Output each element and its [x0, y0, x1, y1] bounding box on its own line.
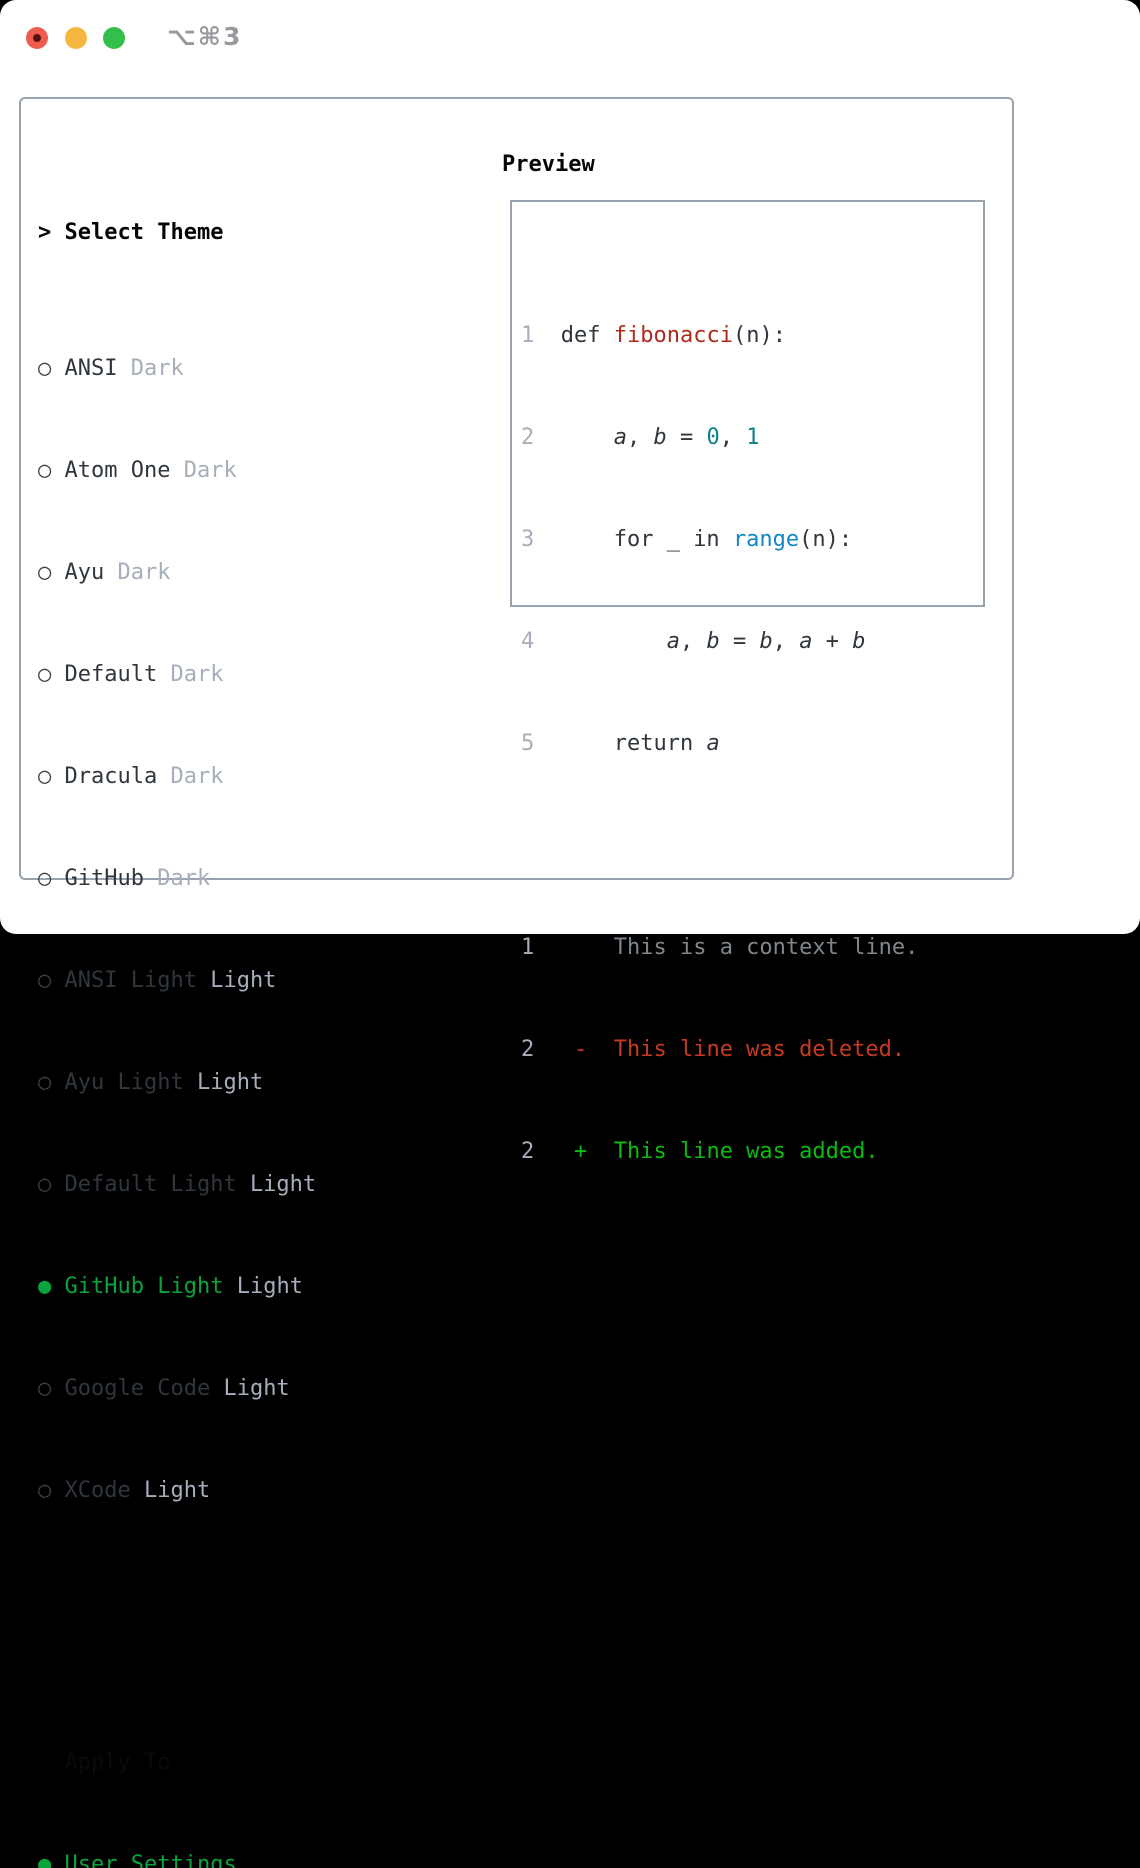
- radio-icon: ○: [38, 560, 52, 585]
- radio-selected-icon: ●: [38, 1274, 52, 1299]
- theme-name: Atom One: [64, 458, 171, 483]
- theme-name: Default Light: [64, 1172, 237, 1197]
- theme-tag: Dark: [170, 662, 224, 687]
- theme-tag: Dark: [117, 560, 171, 585]
- code-line-5: 5 return a: [521, 731, 720, 756]
- close-button-icon[interactable]: [26, 27, 48, 49]
- radio-selected-icon: ●: [38, 1852, 52, 1868]
- diff-context-line: 1 This is a context line.: [521, 935, 919, 960]
- theme-tag: Light: [210, 968, 277, 993]
- theme-option-ayu-dark[interactable]: ○ Ayu Dark: [38, 556, 409, 590]
- code-preview: 1 def fibonacci(n): 2 a, b = 0, 1 3 for …: [512, 202, 983, 1237]
- theme-option-ansi-light[interactable]: ○ ANSI Light Light: [38, 964, 409, 998]
- caret-icon: >: [38, 220, 52, 245]
- theme-option-default-light[interactable]: ○ Default Light Light: [38, 1168, 409, 1202]
- code-line-1: 1 def fibonacci(n):: [521, 323, 786, 348]
- theme-option-default-dark[interactable]: ○ Default Dark: [38, 658, 409, 692]
- theme-option-ayu-light[interactable]: ○ Ayu Light Light: [38, 1066, 409, 1100]
- theme-option-atom-one-dark[interactable]: ○ Atom One Dark: [38, 454, 409, 488]
- theme-name: GitHub Light: [64, 1274, 224, 1299]
- radio-icon: ○: [38, 458, 52, 483]
- radio-icon: ○: [38, 968, 52, 993]
- theme-name: Google Code: [64, 1376, 211, 1401]
- theme-tag: Dark: [157, 866, 211, 891]
- diff-added-line: 2 + This line was added.: [521, 1139, 879, 1164]
- theme-tag: Light: [249, 1172, 317, 1197]
- theme-option-ansi-dark[interactable]: ○ ANSI Dark: [38, 352, 409, 386]
- select-theme-header-label: Select Theme: [64, 220, 224, 245]
- minimize-button-icon[interactable]: [65, 27, 87, 49]
- theme-option-xcode[interactable]: ○ XCode Light: [38, 1474, 409, 1508]
- radio-icon: ○: [38, 1376, 52, 1401]
- theme-tag: Light: [236, 1274, 303, 1299]
- diff-deleted-line: 2 - This line was deleted.: [521, 1037, 906, 1062]
- select-theme-header: > Select Theme: [38, 216, 409, 250]
- theme-name: Default: [64, 662, 158, 687]
- radio-icon: ○: [38, 356, 52, 381]
- theme-name: Ayu: [64, 560, 105, 585]
- theme-name: Ayu Light: [64, 1070, 184, 1095]
- theme-name: ANSI: [64, 356, 118, 381]
- radio-icon: ○: [38, 1172, 52, 1197]
- theme-name: XCode: [64, 1478, 131, 1503]
- radio-icon: ○: [38, 1478, 52, 1503]
- theme-tag: Light: [143, 1478, 211, 1503]
- preview-pane: 1 def fibonacci(n): 2 a, b = 0, 1 3 for …: [510, 200, 985, 1164]
- theme-option-google-code[interactable]: ○ Google Code Light: [38, 1372, 409, 1406]
- theme-option-github-dark[interactable]: ○ GitHub Dark: [38, 862, 409, 896]
- theme-tag: Dark: [170, 764, 224, 789]
- zoom-button-icon[interactable]: [103, 27, 125, 49]
- preview-header: Preview: [502, 152, 595, 177]
- spacer: [38, 1610, 409, 1644]
- radio-icon: ○: [38, 764, 52, 789]
- apply-option-label: User Settings: [64, 1852, 237, 1868]
- blank-line: [521, 829, 983, 863]
- radio-icon: ○: [38, 662, 52, 687]
- code-line-3: 3 for _ in range(n):: [521, 527, 853, 552]
- code-line-4: 4 a, b = b, a + b: [521, 629, 866, 654]
- theme-tag: Dark: [183, 458, 237, 483]
- theme-name: GitHub: [64, 866, 144, 891]
- apply-to-header-label: Apply To: [64, 1750, 171, 1775]
- theme-option-dracula-dark[interactable]: ○ Dracula Dark: [38, 760, 409, 794]
- apply-option-user-settings[interactable]: ● User Settings: [38, 1848, 409, 1868]
- radio-icon: ○: [38, 866, 52, 891]
- theme-tag: Dark: [130, 356, 184, 381]
- title-bar: ⌥⌘3: [0, 0, 1140, 72]
- theme-selector-column: > Select Theme ○ ANSI Dark ○ Atom One Da…: [38, 148, 409, 1868]
- theme-tag: Light: [223, 1376, 290, 1401]
- apply-to-header: Apply To: [38, 1746, 409, 1780]
- theme-tag: Light: [196, 1070, 264, 1095]
- theme-name: ANSI Light: [64, 968, 197, 993]
- radio-icon: ○: [38, 1070, 52, 1095]
- window-title-shortcut: ⌥⌘3: [167, 22, 243, 51]
- theme-option-github-light[interactable]: ● GitHub Light Light: [38, 1270, 409, 1304]
- code-line-2: 2 a, b = 0, 1: [521, 425, 760, 450]
- theme-name: Dracula: [64, 764, 158, 789]
